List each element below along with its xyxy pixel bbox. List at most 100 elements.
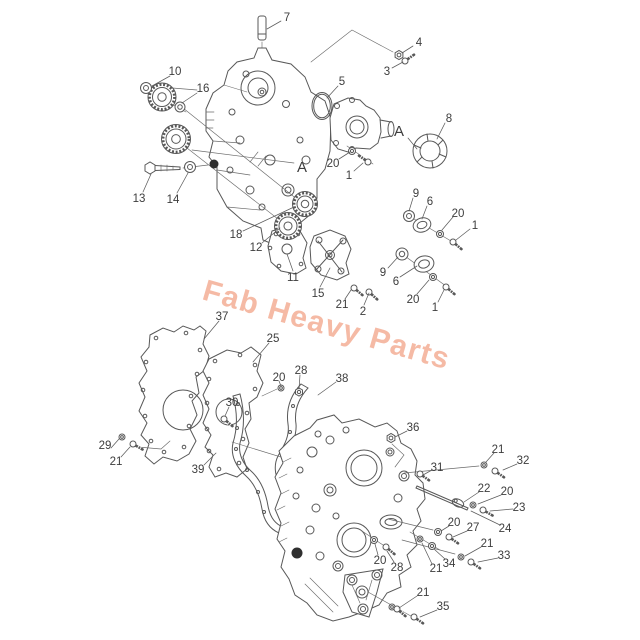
callout-leader	[266, 20, 282, 30]
bolt-thread	[401, 612, 406, 617]
bolt-head	[364, 158, 372, 166]
washer	[434, 528, 442, 536]
bolt	[410, 613, 425, 625]
callout: 4	[401, 37, 423, 54]
callout-label: A	[394, 123, 404, 140]
callout-leader	[436, 122, 446, 140]
bolt	[467, 558, 482, 570]
bolt-shaft	[369, 292, 379, 301]
bolt29-elbow	[137, 440, 171, 450]
callout-leader	[224, 406, 230, 417]
callout: 18	[230, 206, 295, 241]
callout: 21	[398, 587, 430, 609]
washer	[436, 230, 444, 238]
callout-label: 21	[430, 563, 443, 575]
callout-leader	[441, 216, 454, 231]
callout: A	[297, 159, 307, 176]
bolt-head	[491, 467, 499, 475]
cover-15	[309, 229, 352, 281]
bolt-thread	[488, 512, 492, 517]
callout-leader	[387, 256, 399, 269]
callout: 35	[419, 601, 450, 618]
bolt-thread	[388, 548, 393, 553]
callout-label: 33	[498, 550, 511, 562]
callout: 9	[380, 256, 399, 279]
callout-leader	[464, 546, 482, 557]
callout-label: 28	[295, 365, 308, 377]
callout: 14	[167, 172, 189, 206]
bolt	[357, 154, 372, 166]
callout-label: 25	[267, 333, 280, 345]
bolt	[350, 284, 364, 297]
callout: 28	[295, 365, 308, 390]
callout-leader	[416, 279, 430, 295]
callout: 1	[455, 220, 478, 241]
plug-dot	[209, 159, 219, 169]
front-plate-25	[202, 346, 264, 478]
bolt-thread	[425, 476, 429, 482]
callout: 28	[386, 550, 403, 574]
callout: 20	[477, 486, 513, 505]
callout-label: 20	[452, 208, 465, 220]
callout-label: 20	[327, 158, 340, 170]
cover-6a	[412, 217, 432, 233]
callout-leader	[401, 45, 414, 54]
washer	[184, 161, 196, 173]
bolt-head	[410, 613, 418, 621]
leader-zigzag	[310, 29, 394, 63]
callout-leader	[374, 543, 379, 556]
nut-body	[394, 49, 404, 61]
callout-label: 4	[416, 37, 423, 49]
callout: 25	[252, 333, 280, 363]
bolt-thread	[399, 610, 404, 615]
bolt-thread	[500, 473, 504, 479]
washer-outer	[174, 101, 186, 113]
callout-label: 31	[431, 462, 444, 474]
view-a-line	[191, 149, 295, 164]
washer-hole	[120, 435, 124, 439]
callout-label: 35	[437, 601, 450, 613]
callout: 6	[393, 265, 418, 288]
bolt-shaft	[453, 242, 463, 251]
callout: 11	[286, 253, 299, 284]
callout-label: 29	[99, 440, 112, 452]
bolt-shaft	[496, 471, 506, 479]
bolt-head	[442, 283, 450, 291]
callout-leader	[489, 508, 514, 512]
callout-label: 22	[478, 483, 491, 495]
gears-layer	[147, 82, 318, 240]
callout-leader	[110, 438, 120, 449]
washer-outer	[457, 553, 465, 561]
callout-leader	[252, 342, 270, 363]
callout-leader	[386, 550, 395, 563]
callout-label: 21	[417, 587, 430, 599]
callout: 20	[327, 151, 351, 170]
gear2-axis-line	[186, 147, 279, 220]
washer-hole	[398, 250, 406, 258]
strip-gasket-39	[231, 393, 284, 534]
callout-leader	[477, 557, 499, 563]
callout-leader	[455, 228, 471, 241]
washer-hole	[471, 503, 475, 507]
mounting-bracket	[342, 568, 384, 618]
bolt-shaft	[415, 617, 425, 625]
callout-leader	[477, 494, 502, 505]
callout-leader	[419, 609, 438, 618]
callout-leader	[298, 374, 301, 390]
callout-label: 20	[407, 294, 420, 306]
washer-outer	[434, 528, 442, 536]
callout-leader	[286, 253, 294, 272]
callout: 3	[384, 61, 404, 78]
gear	[274, 212, 302, 240]
washer-hole	[259, 89, 265, 95]
bolt-shaft	[224, 419, 234, 428]
callout-label: 2	[360, 306, 366, 318]
cover-6b	[413, 255, 435, 273]
gear-teeth	[292, 191, 318, 217]
callout-leader	[338, 151, 351, 160]
callout-label: 20	[374, 555, 387, 567]
bolt-thread	[419, 619, 423, 625]
callout: 2	[360, 292, 370, 318]
nut-body	[295, 387, 303, 397]
